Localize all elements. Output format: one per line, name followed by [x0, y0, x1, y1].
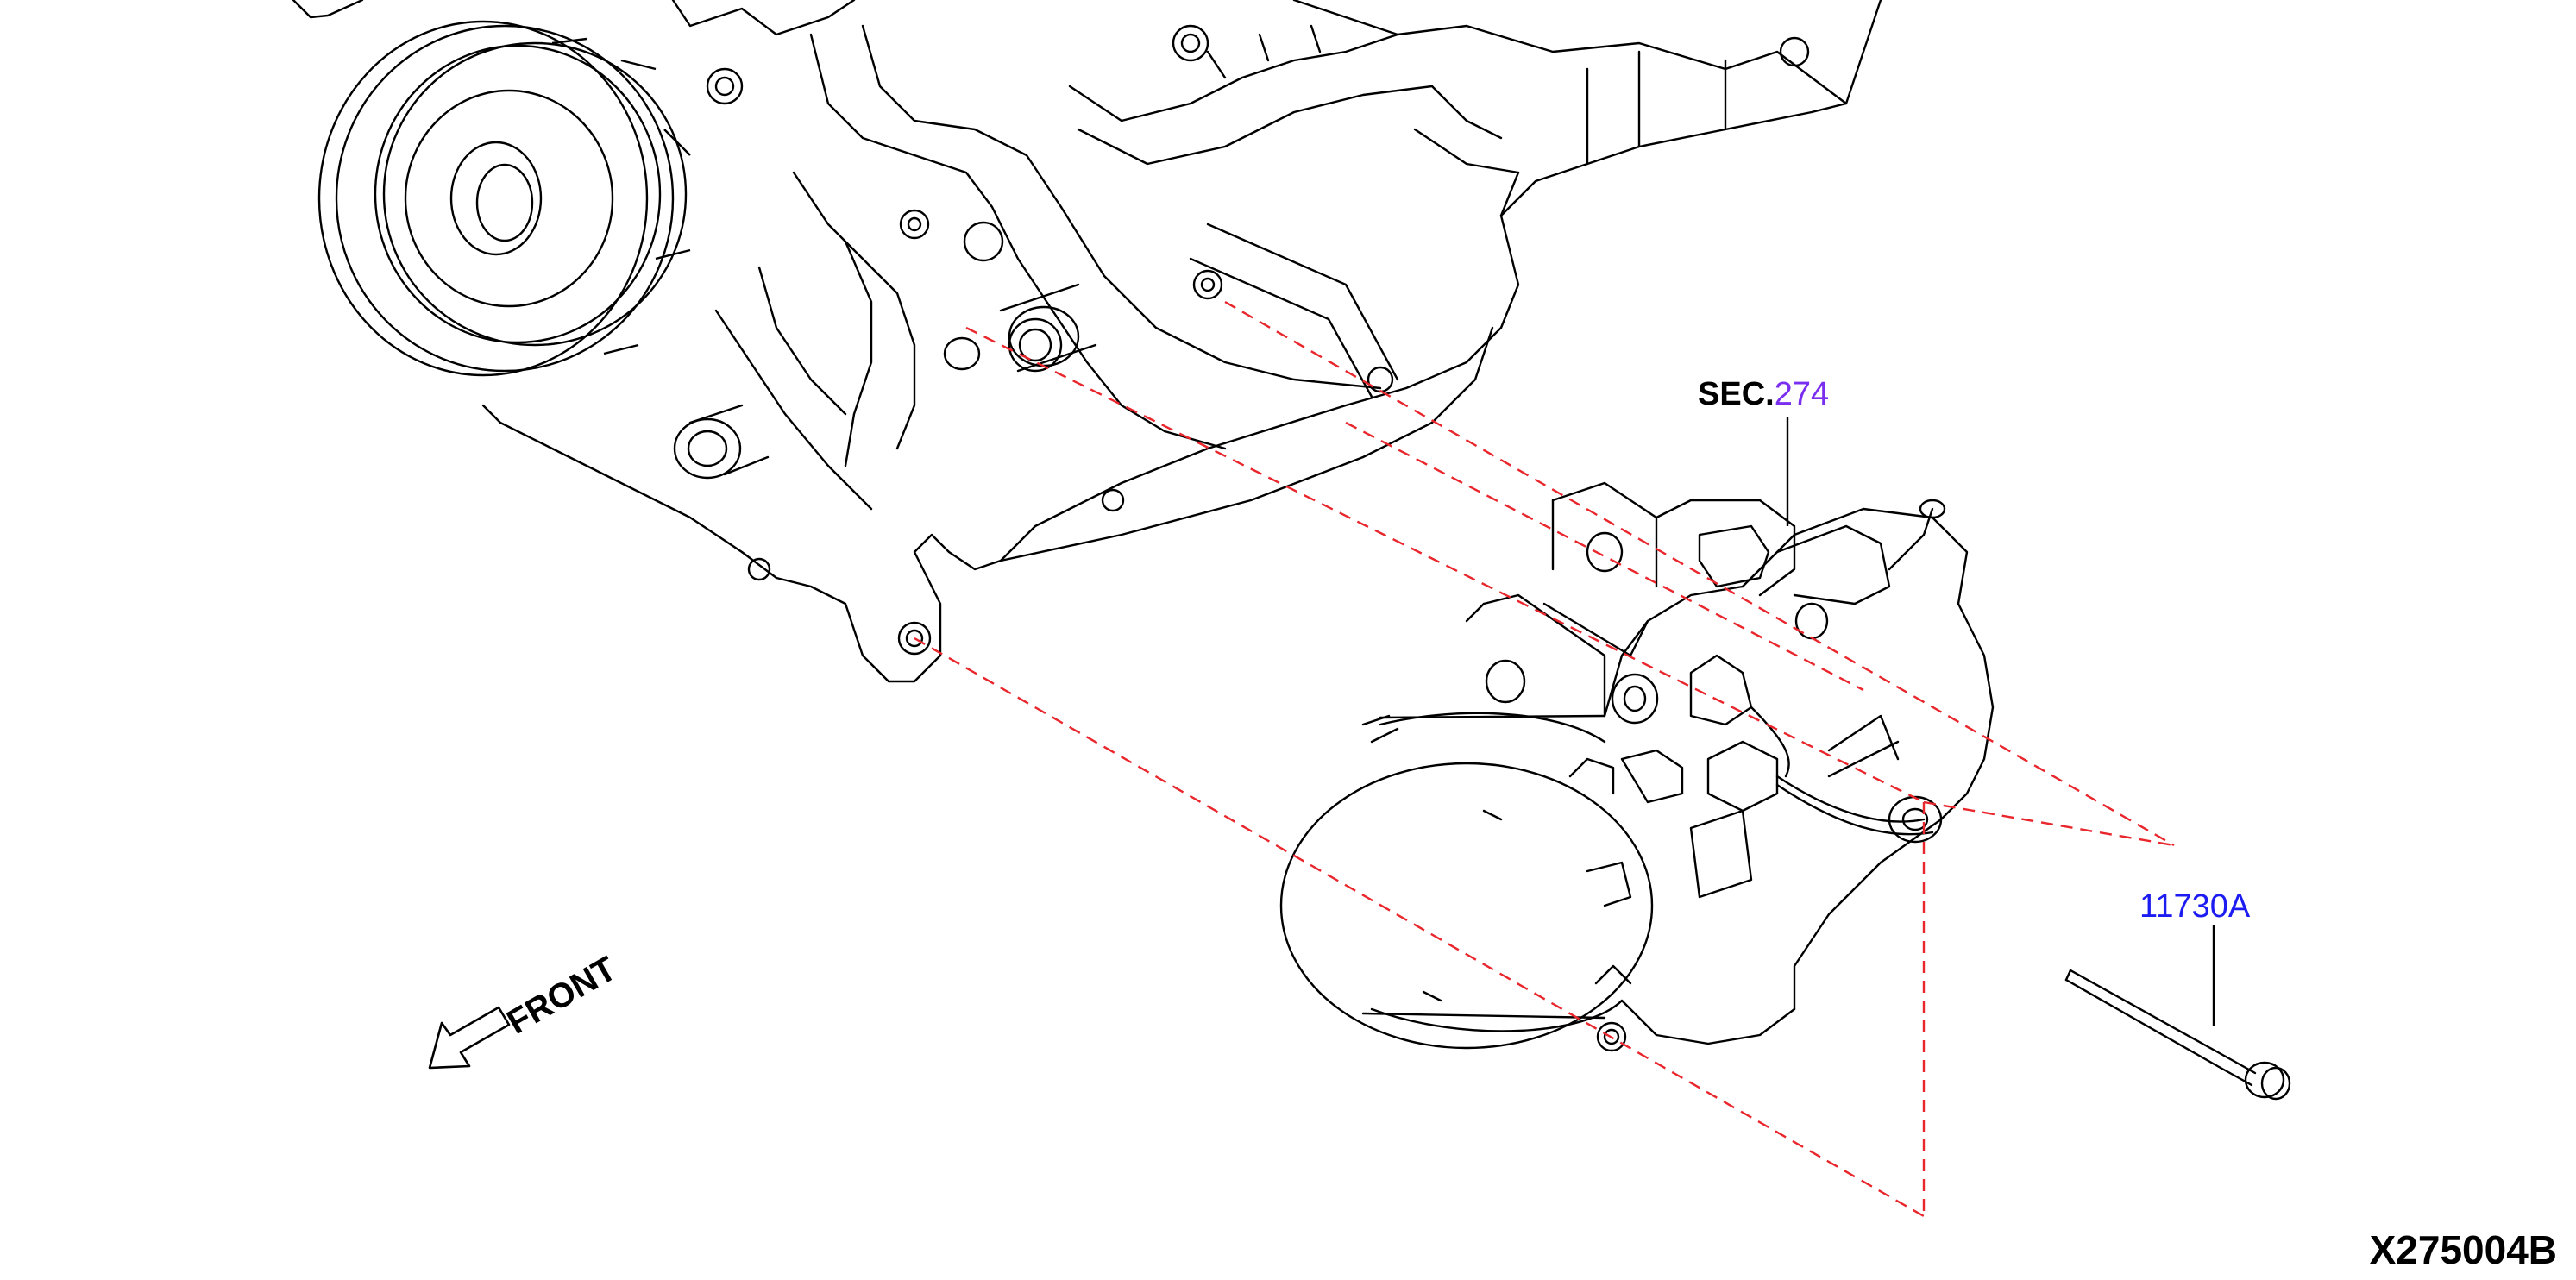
dashed-guides [914, 300, 2175, 1218]
section-prefix: SEC. [1698, 376, 1775, 412]
mounting-bolt [2064, 969, 2291, 1101]
section-reference-label: SEC.274 [1698, 376, 1829, 413]
front-direction-arrow-icon: FRONT [428, 950, 623, 1070]
section-number-link[interactable]: 274 [1774, 376, 1830, 412]
crank-pulley [317, 20, 691, 377]
engine-block [292, 0, 1882, 683]
part-number-link[interactable]: 11730A [2139, 888, 2251, 925]
leader-lines [1786, 417, 2215, 1026]
ac-compressor [1279, 481, 1995, 1052]
drawing-code: X275004B [2369, 1227, 2557, 1272]
front-label: FRONT [501, 950, 623, 1042]
